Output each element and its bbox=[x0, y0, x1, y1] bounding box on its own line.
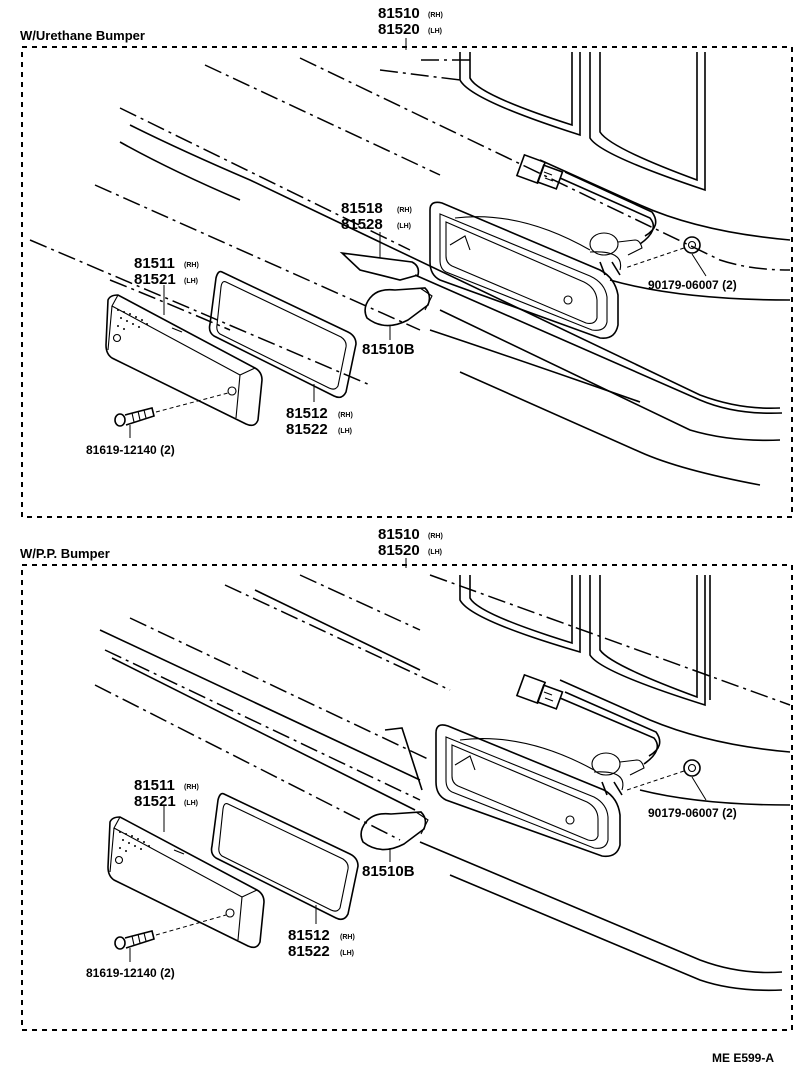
bulb-urethane: 81510B bbox=[362, 287, 433, 358]
socket-rh-tag: (RH) bbox=[397, 207, 412, 214]
lens-part-rh: 81511 bbox=[134, 255, 175, 272]
assembly-label-urethane: 81510 (RH) 81520 (LH) bbox=[378, 5, 443, 50]
vehicle-body-outline-pp bbox=[94, 574, 791, 992]
bulb-part-number: 81510B bbox=[362, 341, 415, 358]
turn-signal-housing-urethane bbox=[429, 171, 657, 340]
section-urethane-bumper: W/Urethane Bumper 81510 (RH) 81520 (LH) bbox=[20, 5, 793, 518]
gasket-pp: 81512 (RH) 81522 (LH) bbox=[210, 792, 359, 960]
section-frame-pp bbox=[21, 564, 793, 1031]
assembly-rh-tag: (RH) bbox=[428, 533, 443, 540]
lens-part-lh: 81521 bbox=[134, 793, 176, 810]
section-title-pp: W/P.P. Bumper bbox=[20, 546, 110, 561]
bulb-pp: 81510B bbox=[360, 811, 429, 880]
lens-texture-dots bbox=[119, 831, 150, 852]
gasket-lh-tag: (LH) bbox=[340, 950, 354, 957]
lens-rh-tag: (RH) bbox=[184, 784, 199, 791]
assembly-lh-tag: (LH) bbox=[428, 549, 442, 556]
screw-part-number: 81619-12140 (2) bbox=[86, 443, 175, 457]
socket-part-lh: 81528 bbox=[341, 216, 383, 233]
lens-part-rh: 81511 bbox=[134, 777, 175, 794]
turn-signal-housing-pp bbox=[435, 691, 661, 858]
assembly-label-pp: 81510 (RH) 81520 (LH) bbox=[378, 526, 443, 568]
gasket-part-lh: 81522 bbox=[288, 943, 330, 960]
nut-part-number: 90179-06007 (2) bbox=[648, 806, 737, 820]
screw-urethane: 81619-12140 (2) bbox=[86, 392, 229, 457]
socket-lh-tag: (LH) bbox=[397, 223, 411, 230]
gasket-part-rh: 81512 bbox=[288, 927, 330, 944]
lens-lh-tag: (LH) bbox=[184, 800, 198, 807]
section-title-urethane: W/Urethane Bumper bbox=[20, 28, 145, 43]
figure-code: ME E599-A bbox=[712, 1051, 774, 1065]
assembly-lh-tag: (LH) bbox=[428, 28, 442, 35]
nut-urethane: 90179-06007 (2) bbox=[624, 236, 737, 292]
gasket-rh-tag: (RH) bbox=[338, 412, 353, 419]
assembly-part-lh: 81520 bbox=[378, 542, 420, 559]
screw-pp: 81619-12140 (2) bbox=[86, 914, 227, 980]
gasket-part-rh: 81512 bbox=[286, 405, 328, 422]
gasket-part-lh: 81522 bbox=[286, 421, 328, 438]
gasket-urethane: 81512 (RH) 81522 (LH) bbox=[208, 270, 357, 438]
bulb-part-number: 81510B bbox=[362, 863, 415, 880]
assembly-part-lh: 81520 bbox=[378, 21, 420, 38]
lens-texture-dots bbox=[117, 309, 148, 330]
bulb-socket-urethane: 81518 (RH) 81528 (LH) bbox=[339, 200, 420, 281]
assembly-part-rh: 81510 bbox=[378, 526, 420, 543]
gasket-rh-tag: (RH) bbox=[340, 934, 355, 941]
screw-part-number: 81619-12140 (2) bbox=[86, 966, 175, 980]
lens-part-lh: 81521 bbox=[134, 271, 176, 288]
gasket-lh-tag: (LH) bbox=[338, 428, 352, 435]
section-frame-urethane bbox=[21, 46, 793, 518]
section-pp-bumper: W/P.P. Bumper 81510 (RH) 81520 (LH) bbox=[20, 526, 793, 1031]
lens-urethane: 81511 (RH) 81521 (LH) bbox=[105, 255, 263, 427]
nut-pp: 90179-06007 (2) bbox=[626, 759, 737, 820]
nut-part-number: 90179-06007 (2) bbox=[648, 278, 737, 292]
lens-lh-tag: (LH) bbox=[184, 278, 198, 285]
lens-pp: 81511 (RH) 81521 (LH) bbox=[107, 777, 265, 949]
assembly-part-rh: 81510 bbox=[378, 5, 420, 22]
vehicle-body-outline bbox=[29, 52, 791, 486]
wire-connector-pp bbox=[515, 673, 564, 710]
wire-connector-urethane bbox=[515, 153, 564, 190]
socket-part-rh: 81518 bbox=[341, 200, 383, 217]
lens-rh-tag: (RH) bbox=[184, 262, 199, 269]
assembly-rh-tag: (RH) bbox=[428, 12, 443, 19]
